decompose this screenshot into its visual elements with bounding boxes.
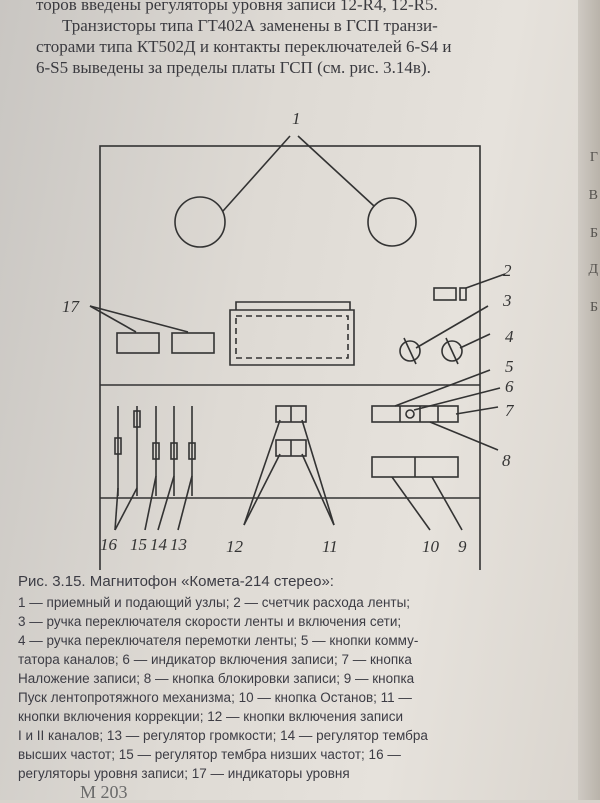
label-14: 14	[150, 535, 168, 554]
leader-line	[297, 135, 375, 207]
tape-head-cover	[229, 301, 355, 366]
leader-line	[157, 475, 175, 531]
label-9: 9	[458, 537, 467, 556]
leader-line	[413, 387, 501, 411]
slider-13-knob	[188, 442, 196, 460]
leader-line	[415, 305, 489, 349]
reel-left	[174, 196, 226, 248]
tape-counter-digit	[459, 287, 467, 301]
leader-line	[114, 487, 138, 531]
tape-recorder-diagram: 1 2 3 4 5 6 7 8 9 10 11 12 13 14 15 16 1…	[62, 109, 515, 597]
leader-line	[89, 305, 189, 333]
label-5: 5	[505, 357, 514, 376]
caption-line: высших частот; 15 — регулятор тембра низ…	[18, 747, 401, 762]
leader-line	[394, 369, 491, 407]
rewind-knob	[441, 340, 463, 362]
label-8: 8	[502, 451, 511, 470]
label-10: 10	[422, 537, 440, 556]
bottom-cut-text: М 203	[80, 782, 128, 802]
speed-knob-pointer	[403, 337, 417, 365]
leader-line	[243, 453, 281, 526]
reel-right	[367, 197, 417, 247]
label-1: 1	[292, 109, 301, 128]
leader-line	[431, 476, 463, 531]
next-page-edge: Г В Б Д Б	[578, 0, 600, 800]
leader-line	[144, 475, 157, 531]
caption-line: регуляторы уровня записи; 17 — индикатор…	[18, 766, 350, 781]
label-2: 2	[503, 261, 512, 280]
record-indicator	[405, 409, 415, 419]
leader-line	[243, 419, 281, 526]
edge-letter: Б	[589, 226, 598, 241]
caption-line: татора каналов; 6 — индикатор включения …	[18, 652, 412, 667]
leader-line	[114, 487, 119, 531]
leader-line	[391, 476, 431, 531]
body-line: 6-S5 выведены за пределы платы ГСП (см. …	[36, 58, 431, 77]
speed-knob	[399, 340, 421, 362]
edge-letter: В	[588, 188, 598, 203]
tape-head-inner	[235, 315, 349, 359]
caption-line: 1 — приемный и подающий узлы; 2 — счетчи…	[18, 595, 411, 610]
body-line: Транзисторы типа ГТ402А заменены в ГСП т…	[62, 16, 438, 35]
edge-letter: Б	[589, 300, 598, 315]
body-line: сторами типа КТ502Д и контакты переключа…	[36, 37, 452, 56]
body-text: торов введены регуляторы уровня записи 1…	[36, 0, 576, 78]
caption-title: Рис. 3.15. Магнитофон «Комета-214 стерео…	[18, 573, 334, 590]
label-15: 15	[130, 535, 147, 554]
level-indicator-1	[116, 332, 160, 354]
leader-line	[89, 305, 137, 333]
caption-line: 3 — ручка переключателя скорости ленты и…	[18, 614, 402, 629]
slider-16a-knob	[114, 437, 122, 455]
label-11: 11	[322, 537, 338, 556]
rewind-knob-pointer	[445, 337, 459, 365]
leader-line	[465, 273, 506, 289]
label-4: 4	[505, 327, 514, 346]
leader-line	[459, 333, 491, 349]
leader-line	[177, 475, 193, 531]
body-line: торов введены регуляторы уровня записи 1…	[36, 0, 438, 14]
leader-line	[222, 135, 291, 212]
edge-letter: Д	[588, 262, 598, 277]
caption-line: Наложение записи; 8 — кнопка блокировки …	[18, 671, 415, 686]
label-6: 6	[505, 377, 514, 396]
caption-line: Пуск лентопротяжного механизма; 10 — кно…	[18, 690, 412, 705]
caption-line: кнопки включения коррекции; 12 — кнопки …	[18, 709, 403, 724]
label-3: 3	[502, 291, 512, 310]
label-16: 16	[100, 535, 118, 554]
leader-line	[455, 406, 499, 415]
caption-line: 4 — ручка переключателя перемотки ленты;…	[18, 633, 419, 648]
slider-14-knob	[170, 442, 178, 460]
leader-line	[301, 419, 335, 526]
figure-tape-recorder: 1 2 3 4 5 6 7 8 9 10 11 12 13 14 15 16 1…	[0, 100, 560, 597]
slider-15-knob	[152, 442, 160, 460]
tape-counter	[433, 287, 457, 301]
label-13: 13	[170, 535, 187, 554]
slider-16b-knob	[133, 410, 141, 428]
level-indicator-2	[171, 332, 215, 354]
label-17: 17	[62, 297, 81, 316]
label-7: 7	[505, 401, 515, 420]
leader-line	[301, 453, 335, 526]
channel-switch-row	[371, 405, 459, 423]
edge-letter: Г	[589, 150, 598, 165]
figure-caption: Рис. 3.15. Магнитофон «Комета-214 стерео…	[18, 572, 580, 783]
leader-line	[429, 421, 499, 451]
caption-line: I и II каналов; 13 — регулятор громкости…	[18, 728, 428, 743]
label-12: 12	[226, 537, 244, 556]
